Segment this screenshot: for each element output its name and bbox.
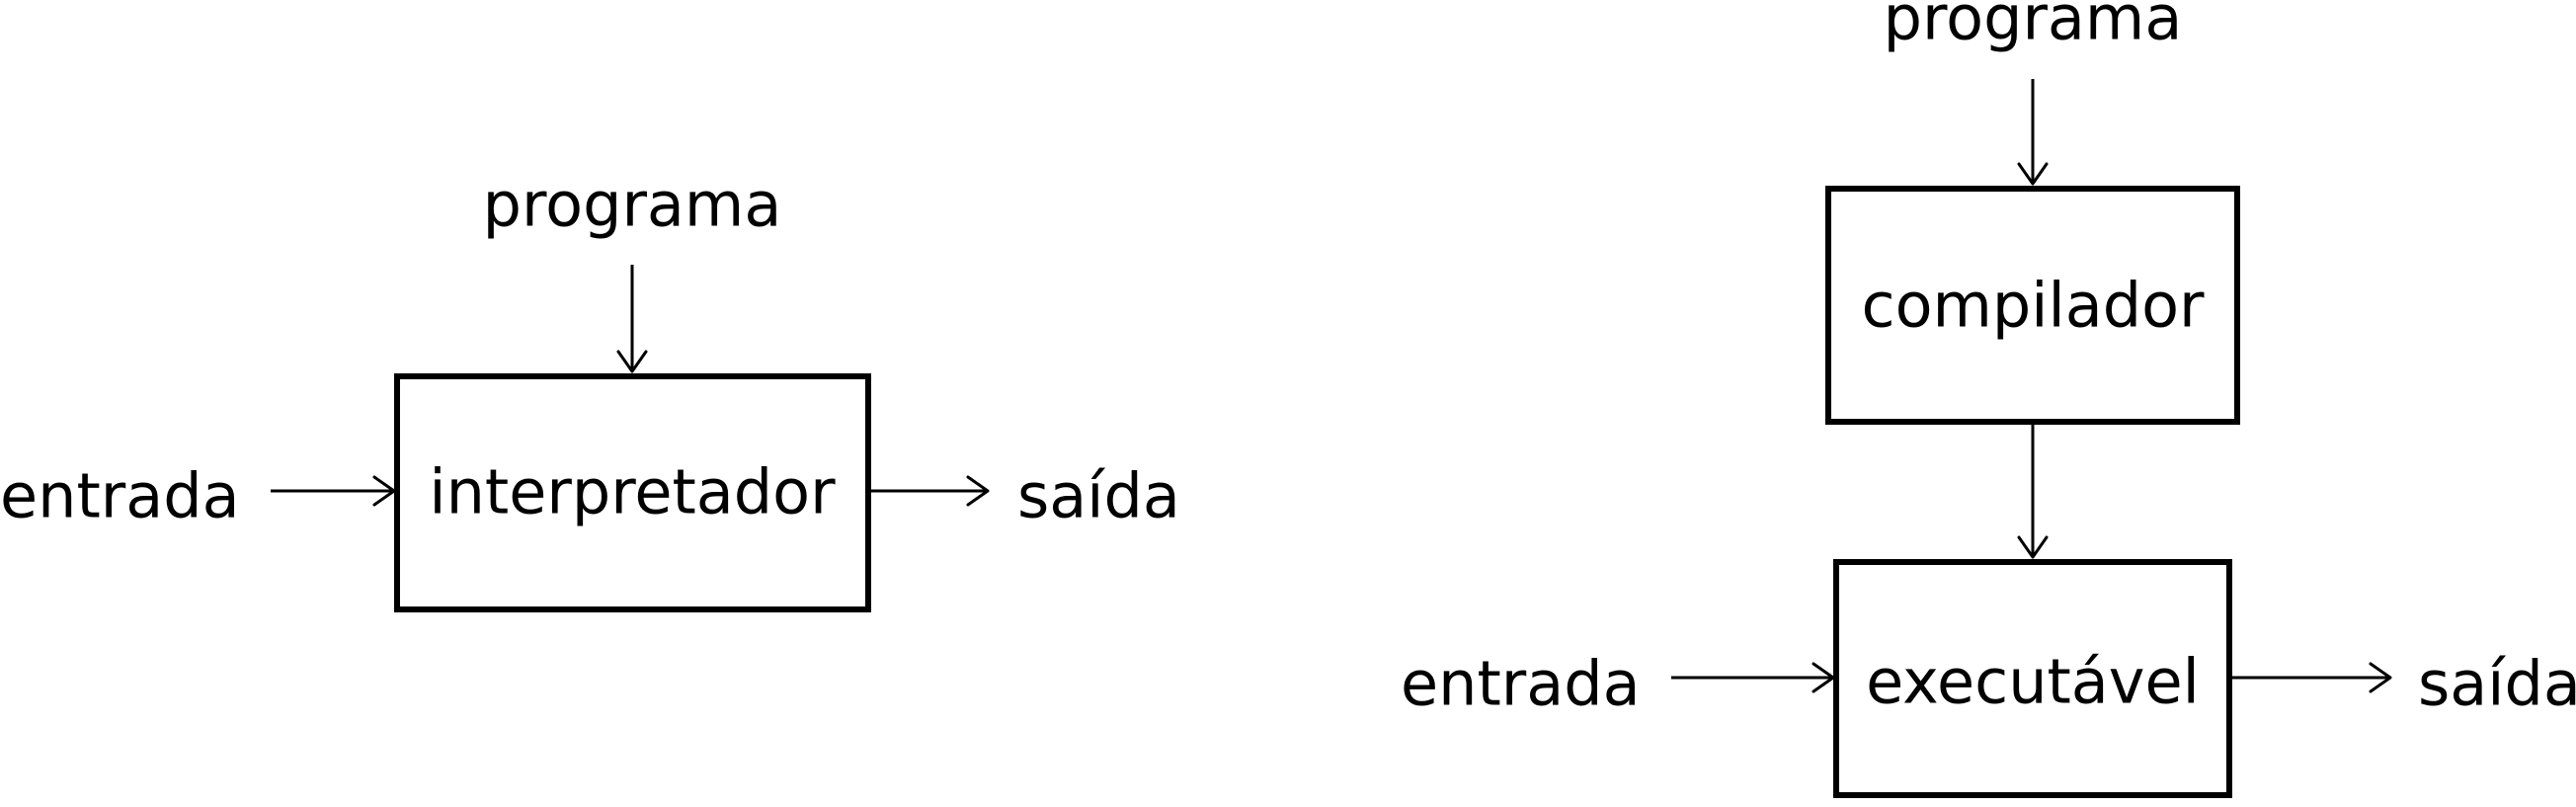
interpreter-box-label: interpretador [429,456,836,528]
interpreter-to-output-arrowhead [966,475,990,507]
input-to-interpreter-arrowhead [372,475,396,507]
program-to-compiler-arrowhead [2017,162,2049,186]
compiler-output-label: saída [2418,648,2576,720]
input-to-executable-arrowhead [1811,662,1835,693]
compiler-diagram: programa compilador executável entrada s… [1401,0,2576,798]
program-to-interpreter-arrowhead [616,350,648,373]
interpreter-input-label: entrada [0,460,240,532]
executable-box-label: executável [1866,646,2200,718]
interpreter-output-label: saída [1017,460,1180,532]
interpreter-program-label: programa [483,169,782,241]
compiler-program-label: programa [1884,0,2183,54]
compiler-box-label: compilador [1862,270,2206,342]
compiler-to-executable-arrowhead [2017,535,2049,559]
compiler-input-label: entrada [1401,648,1641,720]
interpreter-box [394,373,871,612]
interpreter-diagram: programa interpretador entrada saída [0,169,1180,612]
executable-box [1833,559,2232,798]
executable-to-output-arrowhead [2369,662,2392,693]
compiler-box [1825,186,2240,425]
